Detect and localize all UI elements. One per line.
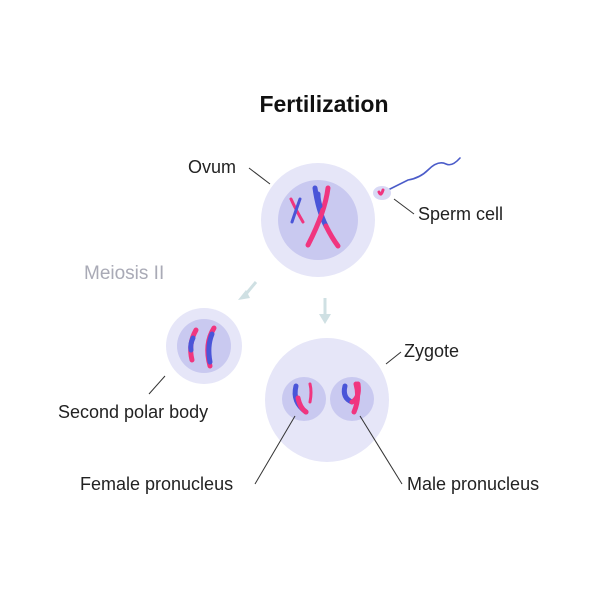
label-second-polar-body: Second polar body (58, 402, 208, 422)
ovum-chromosome-large (305, 185, 341, 249)
sperm-cell (373, 157, 461, 200)
leader-zygote (385, 351, 402, 365)
label-ovum: Ovum (188, 157, 236, 177)
label-zygote: Zygote (404, 341, 459, 361)
label-female-pronucleus: Female pronucleus (80, 474, 233, 494)
polar-body-nucleus (177, 319, 231, 373)
ovum (261, 163, 375, 277)
male-pronucleus (330, 377, 374, 421)
zygote (265, 338, 389, 462)
leader-sperm-cell (393, 198, 415, 215)
second-polar-body (166, 308, 242, 384)
label-sperm-cell: Sperm cell (418, 204, 503, 224)
label-meiosis: Meiosis II (84, 263, 164, 284)
leader-female-pronucleus (254, 415, 296, 485)
arrow-to-zygote (319, 298, 331, 324)
sperm-tail (387, 157, 461, 191)
label-male-pronucleus: Male pronucleus (407, 474, 539, 494)
leader-male-pronucleus (359, 415, 403, 485)
leader-ovum (248, 167, 271, 185)
diagram-title: Fertilization (259, 91, 388, 117)
ovum-chromosome-small (289, 197, 305, 224)
arrow-to-polar-body (238, 281, 258, 300)
leader-second-polar-body (148, 375, 166, 395)
zygote-outer (265, 338, 389, 462)
female-pronucleus (282, 377, 326, 421)
